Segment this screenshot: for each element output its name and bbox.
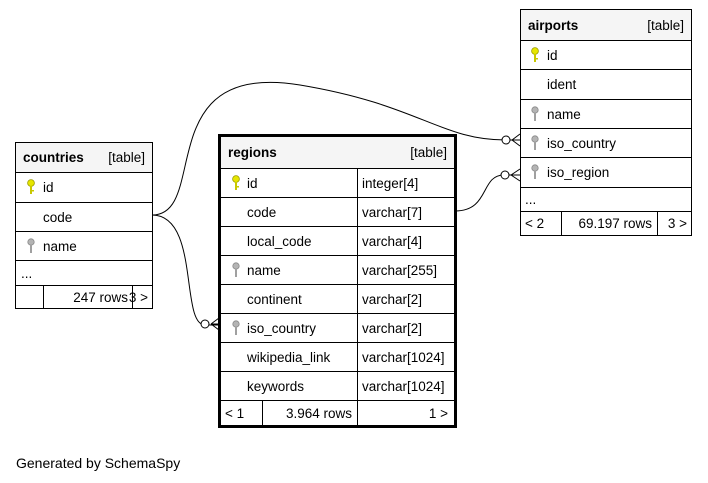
- table-type: [table]: [108, 150, 145, 165]
- column-name: id: [547, 47, 558, 63]
- row-count: 69.197 rows: [561, 212, 657, 235]
- countries-table[interactable]: countries [table] id code name ... 247 r…: [15, 142, 153, 309]
- parents-link[interactable]: < 1: [225, 405, 245, 421]
- column-name: code: [247, 204, 277, 220]
- children-link[interactable]: 3 >: [129, 286, 152, 308]
- column-type: varchar[2]: [357, 285, 454, 313]
- index-key-icon: [232, 320, 240, 335]
- crowfoot-marker: [510, 168, 521, 182]
- table-name: airports: [528, 17, 579, 33]
- column-row[interactable]: iso_country: [521, 128, 691, 157]
- column-name: id: [247, 175, 258, 191]
- column-name: continent: [247, 291, 302, 307]
- more-columns-row: ...: [16, 260, 152, 285]
- column-name: id: [43, 180, 54, 195]
- relation-optional-marker: [500, 170, 510, 180]
- relation-countries-airports: [151, 82, 520, 216]
- column-row[interactable]: iso_country varchar[2]: [221, 313, 454, 342]
- column-row[interactable]: ident: [521, 69, 691, 99]
- table-header: regions [table]: [221, 137, 454, 168]
- table-footer: < 1 3.964 rows 1 >: [221, 400, 454, 425]
- column-type: varchar[1024]: [357, 372, 454, 400]
- column-row[interactable]: code: [16, 202, 152, 231]
- children-link[interactable]: 1 >: [357, 401, 454, 425]
- relation-optional-marker: [501, 135, 511, 145]
- more-columns-row: ...: [521, 187, 691, 211]
- column-type: integer[4]: [357, 169, 454, 197]
- column-row[interactable]: local_code varchar[4]: [221, 226, 454, 255]
- parents-link[interactable]: < 2: [525, 216, 545, 231]
- column-type: varchar[4]: [357, 227, 454, 255]
- column-type: varchar[255]: [357, 256, 454, 284]
- table-header: airports [table]: [521, 10, 691, 40]
- column-row[interactable]: id: [521, 40, 691, 69]
- column-row[interactable]: name: [16, 231, 152, 260]
- column-row[interactable]: id: [16, 172, 152, 202]
- column-name: name: [547, 106, 581, 122]
- table-name: countries: [23, 150, 84, 165]
- table-type: [table]: [410, 145, 447, 160]
- table-name: regions: [228, 145, 277, 160]
- table-footer: < 2 69.197 rows 3 >: [521, 211, 691, 235]
- column-row[interactable]: code varchar[7]: [221, 197, 454, 226]
- column-name: iso_country: [247, 320, 317, 336]
- column-row[interactable]: wikipedia_link varchar[1024]: [221, 342, 454, 371]
- column-name: keywords: [247, 378, 305, 394]
- table-type: [table]: [647, 17, 684, 33]
- regions-table[interactable]: regions [table] id integer[4] code varch…: [218, 134, 457, 428]
- column-type: varchar[1024]: [357, 343, 454, 371]
- primary-key-icon: [232, 175, 240, 190]
- column-name: iso_region: [547, 165, 610, 180]
- column-name: name: [247, 262, 281, 278]
- column-type: varchar[2]: [357, 314, 454, 342]
- more-columns: ...: [21, 265, 33, 281]
- primary-key-icon: [531, 47, 539, 62]
- column-row[interactable]: iso_region: [521, 157, 691, 187]
- airports-table[interactable]: airports [table] id ident name iso_count…: [520, 9, 692, 236]
- column-row[interactable]: continent varchar[2]: [221, 284, 454, 313]
- column-name: iso_country: [547, 135, 617, 151]
- index-key-icon: [27, 238, 35, 253]
- column-name: name: [43, 238, 77, 254]
- column-name: ident: [547, 77, 577, 92]
- row-count: 3.964 rows: [262, 401, 357, 425]
- column-row[interactable]: name varchar[255]: [221, 255, 454, 284]
- primary-key-icon: [27, 179, 35, 194]
- more-columns: ...: [525, 192, 537, 207]
- column-row[interactable]: keywords varchar[1024]: [221, 371, 454, 400]
- relation-optional-marker: [200, 319, 210, 329]
- children-link[interactable]: 3 >: [657, 212, 691, 235]
- crowfoot-marker: [511, 133, 521, 147]
- table-header: countries [table]: [16, 143, 152, 172]
- row-count: 247 rows: [43, 286, 132, 308]
- index-key-icon: [531, 164, 539, 179]
- relation-regions-airports: [454, 174, 520, 212]
- generated-by-label: Generated by SchemaSpy: [16, 455, 181, 471]
- table-footer: 247 rows 3 >: [16, 285, 152, 308]
- relation-countries-regions: [151, 214, 219, 326]
- index-key-icon: [531, 135, 539, 150]
- column-row[interactable]: id integer[4]: [221, 168, 454, 197]
- index-key-icon: [232, 262, 240, 277]
- column-name: wikipedia_link: [247, 349, 331, 365]
- column-name: code: [43, 209, 73, 225]
- index-key-icon: [531, 106, 539, 121]
- column-type: varchar[7]: [357, 198, 454, 226]
- crowfoot-marker: [210, 317, 220, 331]
- column-row[interactable]: name: [521, 99, 691, 128]
- column-name: local_code: [247, 233, 312, 249]
